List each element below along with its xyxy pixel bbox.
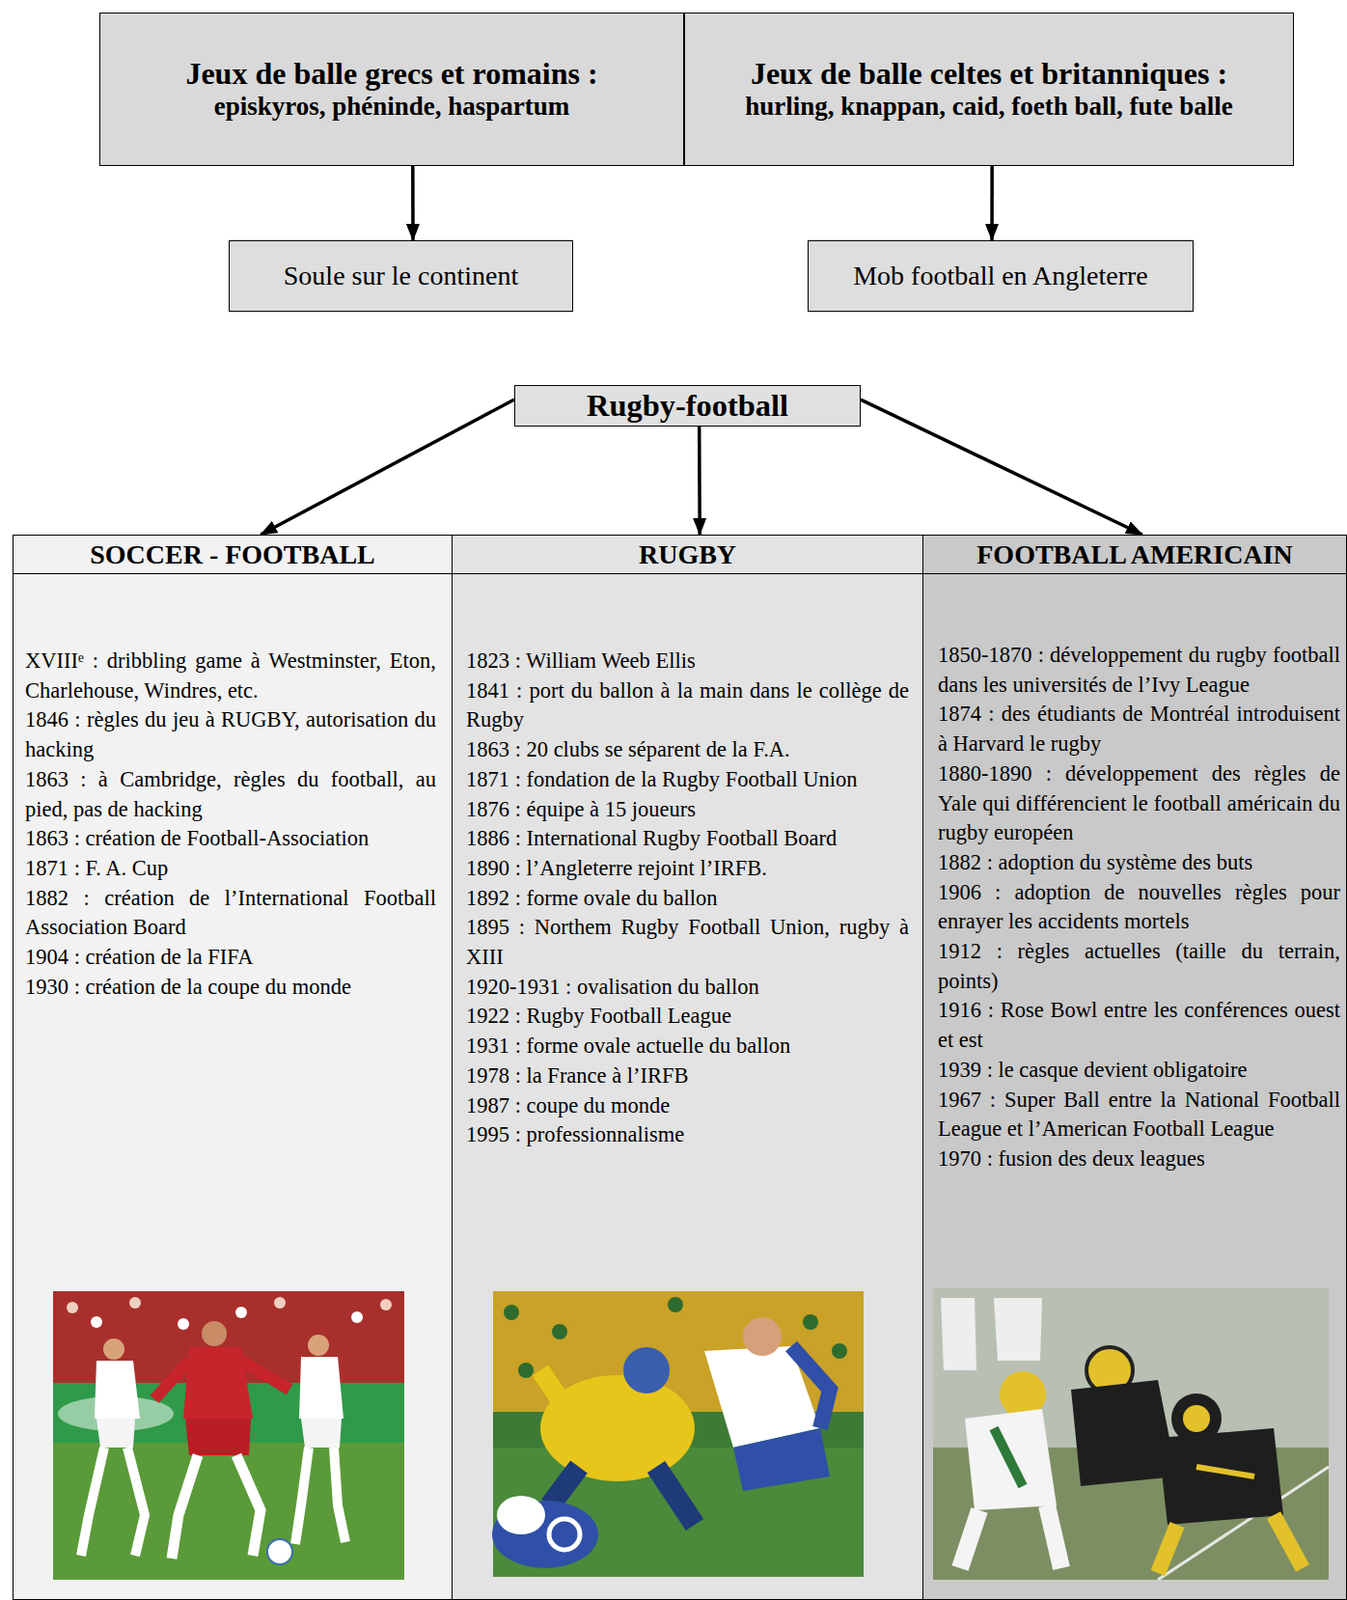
box-heading: Jeux de balle celtes et britanniques : [744,56,1234,92]
timeline-entry: 1863 : 20 clubs se séparent de la F.A. [466,735,909,766]
text-stack: Mob football en Angleterre [852,260,1149,291]
timeline-entry: 1904 : création de la FIFA [25,942,437,973]
box-subtitle: hurling, knappan, caid, foeth ball, fute… [744,91,1234,121]
timeline-entry: 1871 : fondation de la Rugby Football Un… [466,765,909,796]
sport-column: FOOTBALL AMERICAIN 1850-1870 : développem… [923,534,1347,1600]
timeline-entry: 1906 : adoption de nouvelles règles pour… [937,878,1341,937]
sport-column: RUGBY 1823 : William Weeb Ellis1841 : por… [452,534,924,1600]
descendant-box: Mob football en Angleterre [807,240,1194,312]
arrow-connector [411,165,415,241]
column-heading: SOCCER - FOOTBALL [13,535,452,575]
timeline-entry: 1978 : la France à l’IRFB [466,1061,909,1092]
column-fill [452,534,924,1600]
sport-column: SOCCER - FOOTBALL XVIIIᵉ : dribbling game… [12,534,453,1600]
timeline-entry: 1895 : Northem Rugby Football Union, rug… [466,912,909,972]
timeline-list: XVIIIᵉ : dribbling game à Westminster, E… [25,646,437,1002]
box-heading: Rugby-football [586,387,789,423]
timeline-entry: 1892 : forme ovale du ballon [466,883,909,914]
timeline-entry: 1841 : port du ballon à la main dans le … [466,676,909,736]
timeline-entry: 1930 : création de la coupe du monde [25,972,437,1003]
timeline-entry: 1987 : coupe du monde [466,1091,909,1122]
timeline-entry: 1863 : création de Football-Association [25,824,437,854]
rugby-photo [492,1291,864,1577]
arrow-connector [260,399,515,535]
timeline-entry: 1939 : le casque devient obligatoire [937,1055,1341,1086]
text-stack: Jeux de balle celtes et britanniques :hu… [744,56,1234,121]
timeline-entry: 1882 : création de l’International Footb… [25,883,437,943]
soccer-photo [53,1291,405,1580]
text-stack: Rugby-football [586,387,789,423]
arrow-connector [989,165,994,241]
timeline-entry: 1920-1931 : ovalisation du ballon [466,972,909,1003]
origin-box: Jeux de balle grecs et romains :episkyro… [99,12,685,166]
timeline-entry: 1931 : forme ovale actuelle du ballon [466,1031,909,1062]
descendant-box: Soule sur le continent [228,240,574,312]
timeline-entry: 1850-1870 : développement du rugby footb… [937,640,1341,700]
timeline-list: 1850-1870 : développement du rugby footb… [937,640,1341,1175]
column-heading: FOOTBALL AMERICAIN [923,535,1347,575]
text-stack: Jeux de balle grecs et romains :episkyro… [185,56,598,121]
timeline-entry: 1846 : règles du jeu à RUGBY, autorisati… [25,705,437,765]
arrow-connector [697,426,702,535]
text-stack: Soule sur le continent [283,260,519,291]
box-heading: Soule sur le continent [283,260,519,291]
origin-box: Jeux de balle celtes et britanniques :hu… [684,12,1294,166]
column-fill [923,534,1347,1600]
timeline-entry: 1882 : adoption du système des buts [937,848,1341,879]
timeline-entry: 1880-1890 : développement des règles de … [937,759,1341,849]
column-fill [12,534,453,1600]
timeline-entry: 1967 : Super Ball entre la National Foot… [937,1085,1341,1145]
timeline-entry: XVIIIᵉ : dribbling game à Westminster, E… [25,646,437,706]
timeline-entry: 1823 : William Weeb Ellis [466,646,909,677]
timeline-entry: 1863 : à Cambridge, règles du football, … [25,765,437,825]
box-subtitle: episkyros, phéninde, haspartum [185,91,598,121]
timeline-entry: 1922 : Rugby Football League [466,1001,909,1032]
box-heading: Jeux de balle grecs et romains : [185,56,598,92]
timeline-entry: 1970 : fusion des deux leagues [937,1144,1341,1175]
timeline-entry: 1912 : règles actuelles (taille du terra… [937,936,1341,996]
timeline-entry: 1871 : F. A. Cup [25,853,437,884]
box-heading: Mob football en Angleterre [852,260,1149,291]
timeline-entry: 1874 : des étudiants de Montréal introdu… [937,699,1341,759]
timeline-list: 1823 : William Weeb Ellis1841 : port du … [466,646,909,1151]
timeline-entry: 1876 : équipe à 15 joueurs [466,795,909,825]
football-photo [933,1288,1329,1580]
timeline-entry: 1995 : professionnalisme [466,1120,909,1151]
root-box: Rugby-football [514,384,861,427]
arrow-connector [860,399,1143,535]
column-heading: RUGBY [452,535,923,575]
timeline-entry: 1916 : Rose Bowl entre les conférences o… [937,995,1341,1055]
timeline-entry: 1886 : International Rugby Football Boar… [466,824,909,854]
timeline-entry: 1890 : l’Angleterre rejoint l’IRFB. [466,853,909,884]
